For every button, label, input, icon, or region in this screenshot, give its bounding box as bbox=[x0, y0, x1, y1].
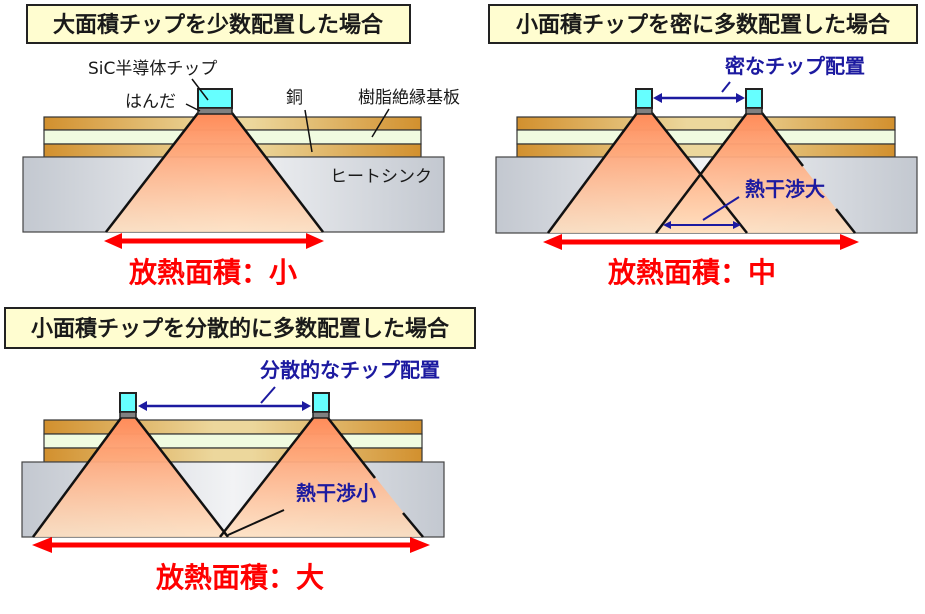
solder-layer bbox=[312, 411, 330, 419]
heat-spread-line bbox=[402, 512, 424, 538]
solder-layer bbox=[635, 107, 653, 115]
sic-chip bbox=[119, 392, 137, 413]
sic-chip bbox=[312, 392, 330, 413]
callout-leader bbox=[260, 386, 276, 404]
panel-title: 小面積チップを密に多数配置した場合 bbox=[516, 12, 891, 38]
heat-spread-line bbox=[31, 417, 123, 538]
result-label: 放熱面積：小 bbox=[128, 256, 297, 289]
overlap-width-arrow bbox=[663, 221, 741, 229]
heat-spread-cone bbox=[106, 114, 323, 232]
panel-few-large-chips: 大面積チップを少数配置した場合 SiC半導体チップ はんだ 銅 樹脂絶縁基板 ヒ… bbox=[22, 4, 460, 289]
sic-chip bbox=[635, 88, 653, 109]
panel-title-box bbox=[4, 307, 476, 349]
heat-spread-line bbox=[219, 417, 314, 538]
heat-spread-line bbox=[761, 112, 804, 167]
heat-dissipation-arrow bbox=[543, 234, 859, 250]
heat-dissipation-arrow bbox=[32, 537, 430, 553]
callout-leader bbox=[702, 196, 740, 221]
callout-leader bbox=[227, 509, 285, 536]
sic-chip bbox=[197, 88, 233, 109]
heat-spread-cone bbox=[33, 418, 228, 537]
heat-spread-line bbox=[327, 417, 376, 479]
solder-layer bbox=[197, 107, 233, 115]
thermal-interference-label: 熱干渉小 bbox=[296, 481, 376, 505]
heat-spread-line bbox=[546, 112, 639, 234]
callout-substrate-label: 樹脂絶縁基板 bbox=[358, 88, 460, 108]
copper-layer-top bbox=[516, 116, 896, 131]
result-label: 放熱面積：大 bbox=[155, 561, 324, 594]
sic-chip bbox=[745, 88, 763, 109]
thermal-interference-label: 熱干渉大 bbox=[745, 177, 825, 201]
chip-spacing-arrow bbox=[138, 401, 311, 411]
callout-leader bbox=[191, 78, 209, 101]
callout-leader bbox=[371, 108, 390, 138]
heat-dissipation-arrow bbox=[104, 233, 324, 249]
heat-spread-cone bbox=[656, 114, 855, 233]
result-label: 放熱面積：中 bbox=[607, 256, 776, 289]
callout-leader bbox=[185, 103, 201, 112]
heat-spread-line bbox=[835, 208, 856, 234]
callout-chip-label: SiC半導体チップ bbox=[88, 59, 217, 79]
panel-title: 小面積チップを分散的に多数配置した場合 bbox=[31, 316, 450, 342]
chip-spacing-label: 密なチップ配置 bbox=[725, 54, 865, 78]
heat-spread-line bbox=[655, 112, 748, 234]
heat-spread-line bbox=[135, 417, 229, 538]
panel-title-box bbox=[26, 4, 411, 44]
callout-leader bbox=[721, 81, 731, 93]
callout-copper-label: 銅 bbox=[286, 88, 303, 108]
heat-spread-line bbox=[231, 112, 324, 233]
heat-spread-line bbox=[105, 112, 199, 233]
solder-layer bbox=[119, 411, 137, 419]
callout-leader bbox=[304, 109, 313, 153]
chip-spacing-label: 分散的なチップ配置 bbox=[260, 358, 440, 382]
panel-distributed-small-chips: 小面積チップを分散的に多数配置した場合 分散的なチップ配置 熱干渉小 bbox=[4, 307, 476, 594]
panel-dense-small-chips: 小面積チップを密に多数配置した場合 密なチップ配置 熱干渉大 bbox=[488, 4, 918, 289]
copper-layer-top bbox=[43, 419, 423, 435]
solder-layer bbox=[745, 107, 763, 115]
callout-heatsink-label: ヒートシンク bbox=[330, 167, 432, 187]
chip-spacing-arrow bbox=[653, 93, 745, 103]
heat-spread-cone bbox=[220, 418, 423, 537]
panel-title: 大面積チップを少数配置した場合 bbox=[53, 12, 384, 38]
callout-solder-label: はんだ bbox=[125, 92, 176, 112]
copper-layer-bottom bbox=[516, 143, 896, 158]
resin-layer bbox=[516, 129, 896, 145]
panel-title-box bbox=[488, 4, 918, 44]
heat-spread-line bbox=[651, 112, 748, 234]
